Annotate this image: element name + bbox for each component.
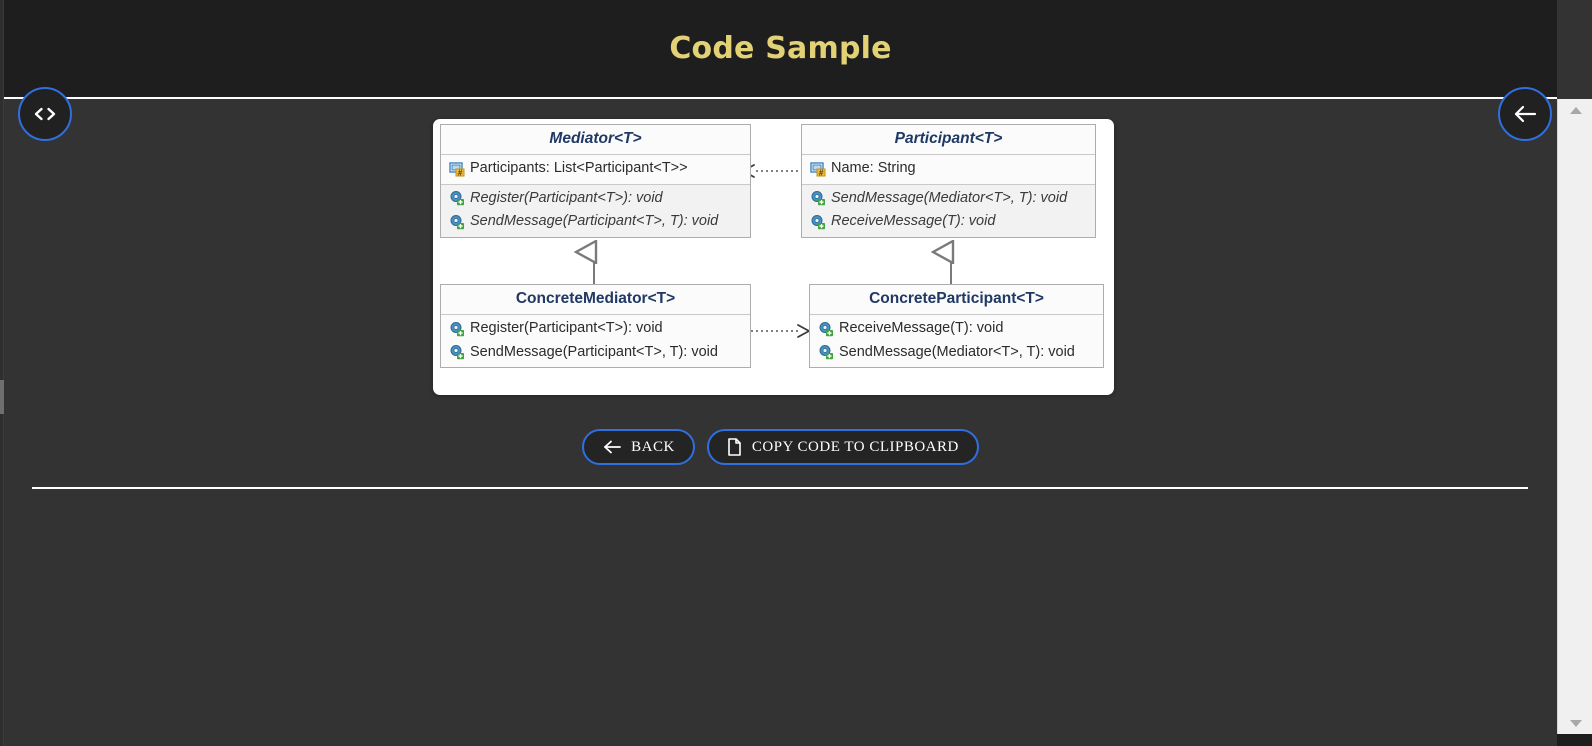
uml-class-title: Mediator<T>	[441, 125, 750, 155]
uml-method-text: SendMessage(Participant<T>, T): void	[470, 213, 719, 230]
field-icon: #	[810, 162, 826, 177]
uml-fields-section: # Name: String	[802, 155, 1095, 184]
svg-text:#: #	[818, 168, 824, 176]
uml-method-text: SendMessage(Mediator<T>, T): void	[831, 189, 1068, 206]
uml-method-text: ReceiveMessage(T): void	[839, 320, 1004, 336]
section-divider	[32, 487, 1528, 489]
code-brackets-icon	[32, 106, 58, 122]
uml-class-concrete-mediator[interactable]: ConcreteMediator<T> Register(Participant…	[440, 284, 751, 369]
chevron-up-icon	[1569, 106, 1582, 114]
uml-methods-section: SendMessage(Mediator<T>, T): void Receiv…	[802, 183, 1095, 237]
uml-method-row: Register(Participant<T>): void	[441, 317, 750, 341]
page-header: Code Sample	[4, 0, 1557, 99]
uml-method-row: ReceiveMessage(T): void	[802, 210, 1095, 234]
uml-method-text: Register(Participant<T>): void	[470, 189, 663, 206]
uml-method-text: SendMessage(Mediator<T>, T): void	[839, 343, 1075, 360]
uml-class-title: Participant<T>	[802, 125, 1095, 155]
uml-method-text: SendMessage(Participant<T>, T): void	[470, 343, 718, 360]
uml-fields-section: # Participants: List<Participant<T>>	[441, 155, 750, 184]
uml-class-participant[interactable]: Participant<T> # Name: String	[801, 124, 1096, 238]
left-edge-scrollbar-thumb[interactable]	[0, 380, 4, 414]
uml-methods-section: Register(Participant<T>): void SendMessa…	[441, 183, 750, 237]
copy-code-button[interactable]: COPY CODE TO CLIPBOARD	[706, 429, 979, 465]
method-icon	[811, 191, 825, 206]
uml-method-text: Register(Participant<T>): void	[470, 320, 663, 336]
arrow-left-icon	[602, 440, 622, 454]
vertical-scrollbar[interactable]	[1557, 99, 1592, 734]
uml-methods-section: ReceiveMessage(T): void SendMessage(Medi…	[810, 315, 1103, 368]
copy-code-button-label: COPY CODE TO CLIPBOARD	[751, 438, 959, 455]
uml-method-row: ReceiveMessage(T): void	[810, 317, 1103, 341]
back-float-button[interactable]	[1498, 87, 1552, 141]
page-content: Mediator<T> # Participants: List<Partici…	[4, 99, 1557, 746]
method-icon	[450, 214, 464, 230]
uml-method-text: ReceiveMessage(T): void	[831, 213, 996, 230]
uml-class-title: ConcreteParticipant<T>	[810, 285, 1103, 315]
method-icon	[450, 191, 464, 206]
chevron-down-icon	[1569, 719, 1582, 727]
uml-class-concrete-participant[interactable]: ConcreteParticipant<T> ReceiveMessage(T)…	[809, 284, 1104, 369]
scrollbar-bottom-cap	[1557, 734, 1592, 746]
uml-method-row: SendMessage(Participant<T>, T): void	[441, 341, 750, 365]
view-code-button[interactable]	[18, 87, 72, 141]
uml-method-row: SendMessage(Mediator<T>, T): void	[802, 187, 1095, 211]
action-button-bar: BACK COPY CODE TO CLIPBOARD	[4, 429, 1557, 465]
arrow-left-icon	[1513, 105, 1537, 123]
svg-text:#: #	[457, 168, 463, 176]
uml-class-mediator[interactable]: Mediator<T> # Participants: List<Partici…	[440, 124, 751, 238]
back-button[interactable]: BACK	[582, 429, 695, 465]
uml-field-text: Participants: List<Participant<T>>	[470, 160, 688, 176]
uml-class-title: ConcreteMediator<T>	[441, 285, 750, 315]
uml-method-row: SendMessage(Mediator<T>, T): void	[810, 341, 1103, 365]
scrollbar-up-button[interactable]	[1558, 99, 1592, 121]
relation-concretemediator-to-concreteparticipant	[751, 324, 810, 338]
uml-field-text: Name: String	[831, 160, 916, 176]
uml-diagram-panel: Mediator<T> # Participants: List<Partici…	[433, 119, 1114, 395]
method-icon	[450, 321, 464, 336]
method-icon	[450, 345, 464, 360]
method-icon	[819, 321, 833, 336]
scrollbar-down-button[interactable]	[1558, 712, 1592, 734]
back-button-label: BACK	[631, 438, 675, 455]
relation-participant-to-mediator	[742, 164, 803, 178]
method-icon	[819, 345, 833, 360]
uml-field-row: # Name: String	[802, 157, 1095, 181]
left-edge-scrollbar[interactable]	[0, 0, 4, 746]
page-title: Code Sample	[669, 31, 892, 66]
uml-diagram-canvas: Mediator<T> # Participants: List<Partici…	[433, 119, 1114, 395]
method-icon	[811, 214, 825, 230]
uml-methods-section: Register(Participant<T>): void SendMessa…	[441, 315, 750, 368]
clipboard-file-icon	[727, 438, 742, 456]
field-icon: #	[449, 162, 465, 177]
uml-method-row: Register(Participant<T>): void	[441, 187, 750, 211]
uml-field-row: # Participants: List<Participant<T>>	[441, 157, 750, 181]
uml-method-row: SendMessage(Participant<T>, T): void	[441, 210, 750, 234]
